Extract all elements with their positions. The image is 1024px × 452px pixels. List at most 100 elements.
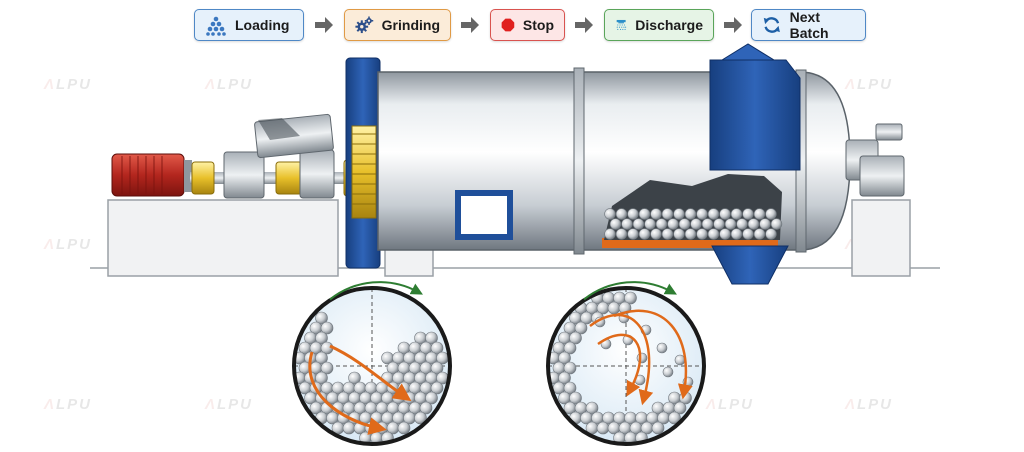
cascading-motion-view: [292, 281, 452, 446]
grinding-ball: [563, 361, 577, 375]
grinding-ball: [604, 228, 616, 240]
step-discharge-label: Discharge: [635, 17, 703, 33]
grinding-ball: [569, 331, 582, 345]
grinding-ball: [585, 401, 599, 415]
grinding-ball: [655, 218, 668, 230]
grinding-ball: [320, 321, 334, 335]
feed-hood: [720, 43, 776, 61]
grinding-ball: [563, 341, 577, 355]
grinding-ball: [348, 371, 361, 385]
watermark-logo: ΛLPU: [44, 236, 93, 253]
grinding-ball: [624, 291, 637, 305]
grinding-ball: [753, 208, 766, 220]
electric-motor: [111, 153, 192, 197]
grinding-ball: [574, 321, 588, 335]
grinding-ball: [753, 228, 766, 240]
discharge-hood: [711, 245, 789, 285]
grinding-ball: [661, 208, 674, 220]
bearing-foundation-right: [851, 199, 911, 277]
grinding-ball: [724, 218, 737, 230]
grinding-ball: [701, 218, 714, 230]
grinding-ball: [736, 218, 748, 230]
grinding-ball: [713, 218, 725, 230]
grinding-ball: [667, 218, 679, 230]
step-discharge-button[interactable]: Discharge: [604, 9, 714, 41]
grinding-ball: [668, 411, 681, 425]
grinding-ball: [315, 351, 328, 365]
balls-pile-icon: [206, 16, 226, 36]
watermark-logo: ΛLPU: [205, 76, 254, 93]
grinding-ball: [673, 228, 685, 240]
grinding-ball: [696, 228, 708, 240]
grinding-ball: [765, 228, 777, 240]
grinding-ball: [730, 228, 743, 240]
grinding-ball: [707, 228, 720, 240]
grinding-ball: [759, 218, 771, 230]
step-stop-button[interactable]: Stop: [490, 9, 565, 41]
step-next-batch-button[interactable]: Next Batch: [751, 9, 866, 41]
grinding-ball: [425, 391, 438, 405]
grinding-ball: [673, 401, 687, 415]
grinding-ball: [684, 208, 697, 220]
watermark-logo: ΛLPU: [44, 396, 93, 413]
grinding-ball: [621, 218, 633, 230]
grinding-ball: [719, 228, 731, 240]
grinding-ball: [644, 218, 656, 230]
grinding-ball: [315, 331, 328, 345]
motor-foundation: [107, 199, 339, 277]
grinding-ball: [632, 218, 645, 230]
step-stop-label: Stop: [522, 17, 554, 33]
grinding-ball: [638, 228, 651, 240]
grinding-ball: [707, 208, 720, 220]
grinding-ball: [678, 218, 691, 230]
grinding-ball: [636, 352, 648, 364]
gear-reducer: [223, 113, 335, 199]
grinding-ball: [719, 208, 731, 220]
grinding-ball: [742, 208, 754, 220]
girth-gear: [345, 57, 381, 269]
grinding-ball: [651, 421, 665, 435]
grinding-ball: [558, 351, 571, 365]
watermark-logo: ΛLPU: [845, 76, 894, 93]
right-arrow-icon: [575, 17, 593, 33]
grinding-ball: [425, 331, 438, 345]
grinding-ball: [765, 208, 777, 220]
grinding-ball: [770, 218, 783, 230]
stop-sign-icon: [501, 18, 515, 32]
grinding-ball: [673, 208, 685, 220]
grinding-ball: [627, 228, 639, 240]
watermark-logo: ΛLPU: [205, 396, 254, 413]
step-grinding-button[interactable]: Grinding: [344, 9, 451, 41]
cycle-arrows-icon: [763, 17, 780, 33]
step-next-batch-label: Next Batch: [789, 9, 829, 41]
grinding-ball: [558, 371, 571, 385]
grinding-ball: [656, 342, 668, 354]
grinding-ball: [662, 366, 674, 378]
step-loading-label: Loading: [235, 17, 290, 33]
grinding-ball: [690, 218, 702, 230]
grinding-ball: [596, 421, 610, 435]
watermark-logo: ΛLPU: [706, 396, 755, 413]
grinding-ball: [604, 208, 616, 220]
grinding-ball: [607, 301, 621, 315]
grinding-ball: [609, 218, 622, 230]
grinding-ball: [730, 208, 743, 220]
trunnion-housing: [709, 59, 801, 171]
cataracting-motion-view: [546, 281, 706, 446]
bearing-housing-right: [859, 155, 905, 197]
mill-drum: [377, 43, 851, 285]
grinding-ball: [615, 228, 628, 240]
grinding-ball: [430, 381, 444, 395]
grinding-ball: [638, 208, 651, 220]
step-loading-button[interactable]: Loading: [194, 9, 304, 41]
right-arrow-icon: [724, 17, 742, 33]
grinding-ball: [650, 228, 662, 240]
grinding-ball: [684, 228, 697, 240]
right-arrow-icon: [461, 17, 479, 33]
grinding-ball: [747, 218, 760, 230]
grinding-ball: [414, 411, 427, 425]
grinding-ball: [315, 311, 328, 325]
gears-icon: [355, 16, 374, 34]
grinding-ball: [563, 381, 577, 395]
